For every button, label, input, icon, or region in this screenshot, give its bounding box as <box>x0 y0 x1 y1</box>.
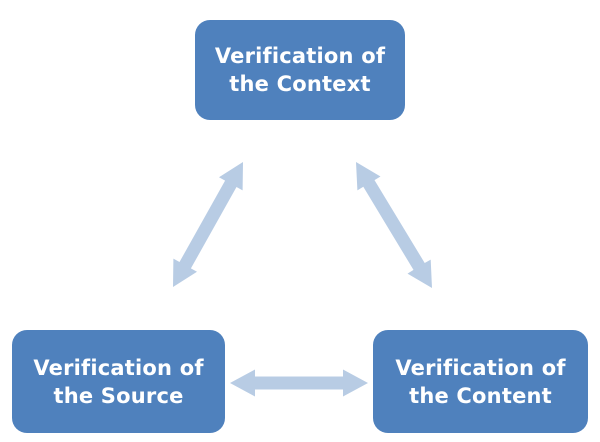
node-label-line: the Content <box>409 383 552 408</box>
arrow-source-context <box>173 162 243 287</box>
node-verification-of-the-source: Verification of the Source <box>12 330 225 433</box>
node-label-line: Verification of <box>214 44 386 68</box>
arrow-context-content <box>356 162 432 288</box>
node-label-line: the Source <box>53 383 184 408</box>
node-label-line: Verification of <box>33 355 204 380</box>
arrow-source-content <box>230 369 368 397</box>
node-verification-of-the-context: Verification of the Context <box>195 20 405 120</box>
node-verification-of-the-content: Verification of the Content <box>373 330 588 433</box>
node-label-line: the Context <box>229 72 371 96</box>
node-label-line: Verification of <box>395 355 566 380</box>
